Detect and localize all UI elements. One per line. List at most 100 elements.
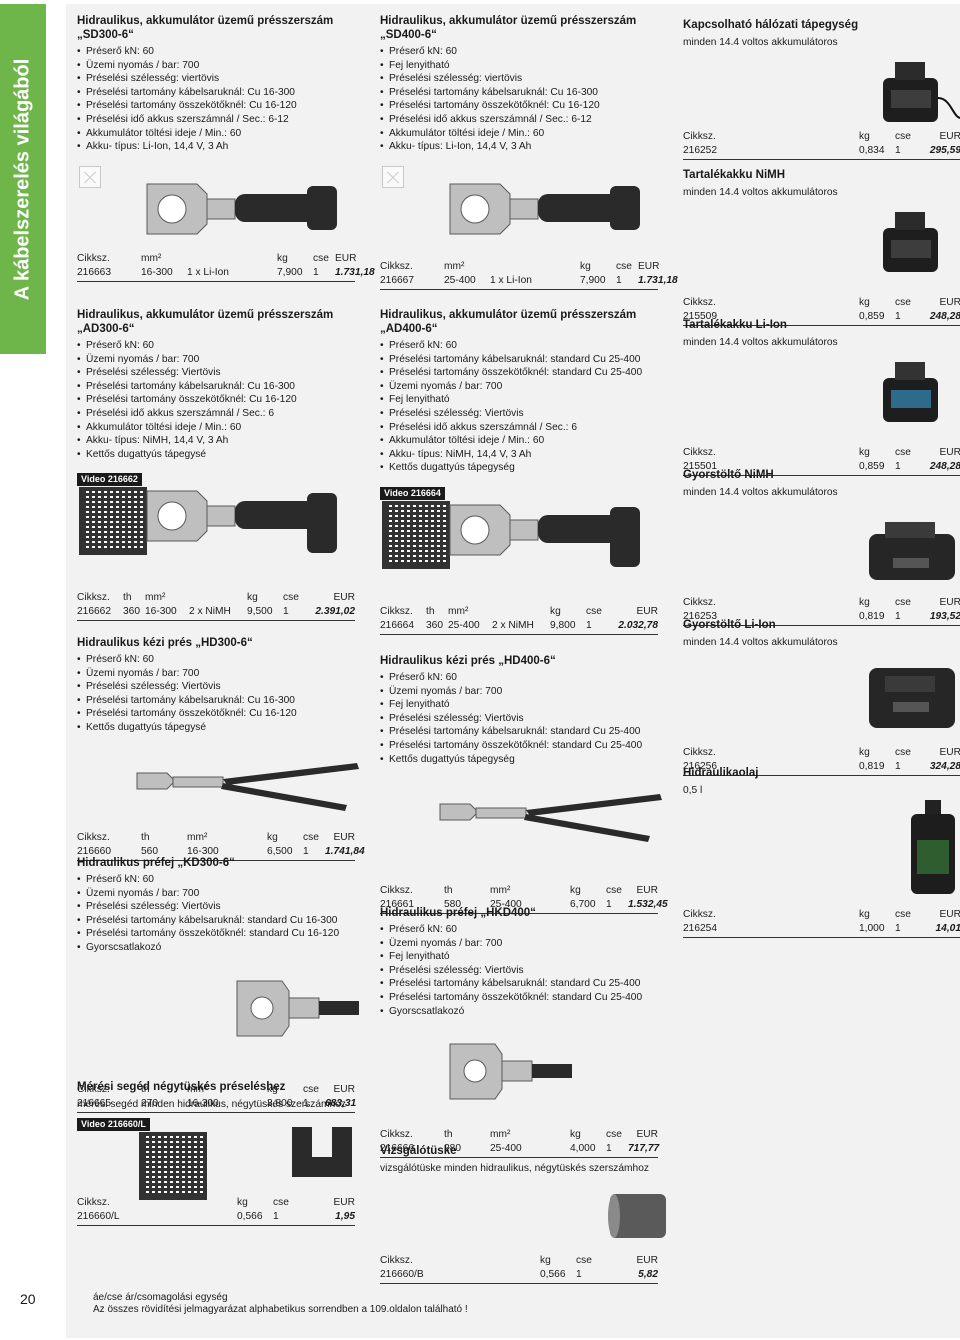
table-cell: 1	[303, 845, 309, 857]
table-header-cell: Cikksz.	[380, 605, 413, 617]
video-label[interactable]: Video 216662	[77, 473, 142, 487]
price-cell: 248,28	[929, 461, 960, 472]
table-header-cell: kg	[540, 1255, 551, 1266]
product-subtitle: minden 14.4 voltos akkumulátoros	[683, 337, 838, 348]
spec-item: Préselési tartomány összekötőknél: stand…	[77, 927, 355, 941]
price-cell: 1.731,18	[335, 266, 375, 278]
product-image-area	[683, 356, 960, 442]
table-header-cell: cse	[895, 131, 911, 142]
qr-code-icon[interactable]	[382, 500, 450, 569]
table-header-cell: th	[123, 592, 132, 604]
crimping-tool-icon	[146, 183, 337, 235]
table-cell: 0,566	[540, 1269, 566, 1280]
price-cell: 683,31	[325, 1097, 357, 1109]
product-image-area	[380, 1024, 658, 1124]
footer-note: Az összes rövidítési jelmagyarázat alpha…	[93, 1304, 468, 1315]
video-label[interactable]: Video 216664	[380, 486, 445, 500]
spec-item: Fej lenyitható	[380, 59, 658, 73]
price-cell: 5,82	[638, 1269, 658, 1280]
product-image-area	[77, 160, 355, 248]
qr-code-icon[interactable]	[139, 1132, 207, 1200]
crimping-tool-icon	[146, 490, 337, 554]
table-header-cell: kg	[550, 605, 561, 617]
spec-item: Préselési tartomány kábelsaruknál: Cu 16…	[77, 694, 355, 708]
spec-item: Préselési tartomány összekötőknél: Cu 16…	[77, 393, 355, 407]
table-cell: 580	[444, 899, 461, 911]
spec-item: Préselési szélesség: Viertövis	[380, 407, 658, 421]
table-header-cell: EUR	[939, 131, 960, 142]
table-header-cell: EUR	[939, 597, 960, 608]
table-cell: 1	[313, 266, 319, 278]
spec-list: Préserő kN: 60Üzemi nyomás / bar: 700Fej…	[380, 923, 658, 1018]
spec-list: Préserő kN: 60Üzemi nyomás / bar: 700Pré…	[77, 653, 355, 735]
spec-item: Üzemi nyomás / bar: 700	[77, 667, 355, 681]
product-card: Hidraulikus, akkumulátor üzemű présszers…	[77, 308, 355, 622]
product-card: Hidraulikus kézi prés „HD300-6“ Préserő k…	[77, 636, 365, 861]
table-header-cell: EUR	[333, 592, 355, 604]
table-header-cell: th	[426, 605, 435, 617]
table-cell: 1	[273, 1211, 279, 1222]
table-header-cell: mm²	[490, 1129, 511, 1141]
product-subtitle: mérési segéd minden hidraulikus, négytüs…	[77, 1099, 346, 1110]
spec-item: Kettős dugattyús tápegység	[380, 753, 658, 767]
product-image-area	[683, 56, 960, 126]
product-title: Gyorstöltő NiMH	[683, 469, 774, 481]
product-image-area	[683, 506, 960, 592]
table-header-cell: kg	[859, 597, 870, 608]
charger-icon	[869, 522, 955, 580]
table-header-cell: kg	[859, 747, 870, 758]
product-card: Hidraulikus préfej „KD300-6“ Préserő kN: …	[77, 856, 359, 1113]
table-cell: 216660/B	[380, 1269, 424, 1280]
table-header-cell: Cikksz.	[77, 1083, 110, 1095]
table-header-cell: kg	[277, 252, 288, 264]
price-cell: 2.032,78	[618, 619, 658, 631]
table-header-cell: Cikksz.	[380, 885, 413, 897]
product-title: Hidraulikus préfej „KD300-6“	[77, 857, 235, 869]
table-header-cell: EUR	[636, 1129, 658, 1141]
qr-code-icon[interactable]	[79, 487, 147, 556]
table-cell: 215501	[683, 461, 717, 472]
product-title: Tartalékakku NiMH	[683, 169, 786, 181]
table-cell: 6,500	[267, 845, 293, 857]
product-title: Hidraulikus kézi prés „HD300-6“	[77, 637, 253, 649]
table-header-cell: mm²	[444, 260, 465, 272]
table-header-cell: cse	[606, 885, 622, 897]
product-title: Hidraulikus, akkumulátor üzemű présszers…	[77, 15, 334, 41]
product-title: Hidraulikus, akkumulátor üzemű présszers…	[77, 309, 334, 335]
spec-item: Préselési szélesség: Viertövis	[380, 964, 658, 978]
spec-item: Préserő kN: 60	[77, 873, 355, 887]
product-image-area: Video 216664	[380, 481, 658, 601]
spec-item: Akku- típus: Li-Ion, 14,4 V, 3 Ah	[380, 140, 658, 154]
spec-item: Akkumulátor töltési ideje / Min.: 60	[77, 127, 355, 141]
table-header-cell: mm²	[448, 605, 469, 617]
table-header-cell: EUR	[636, 885, 658, 897]
spec-item: Akkumulátor töltési ideje / Min.: 60	[380, 434, 658, 448]
table-cell: 1	[606, 1143, 612, 1155]
spec-item: Préselési tartomány kábelsaruknál: stand…	[380, 725, 658, 739]
table-cell: 216660/L	[77, 1211, 120, 1222]
test-pin-icon	[608, 1194, 666, 1238]
table-cell: 9,800	[550, 619, 576, 631]
spec-list: Préserő kN: 60Üzemi nyomás / bar: 700Pré…	[77, 45, 355, 154]
spec-item: Préselési tartomány kábelsaruknál: Cu 16…	[77, 380, 355, 394]
video-label[interactable]: Video 216660/L	[77, 1118, 150, 1131]
product-card: Hidraulikus préfej „HKD400“Préserő kN: 6…	[380, 906, 659, 1159]
spec-item: Préselési szélesség: Viertövis	[77, 366, 355, 380]
table-cell: 1	[895, 461, 901, 472]
table-header-cell: EUR	[333, 1083, 355, 1095]
price-cell: 1.532,45	[628, 899, 668, 911]
spec-item: Préselési tartomány kábelsaruknál: stand…	[380, 353, 658, 367]
press-head-icon	[236, 980, 359, 1037]
table-cell: 16-300	[187, 1097, 219, 1109]
